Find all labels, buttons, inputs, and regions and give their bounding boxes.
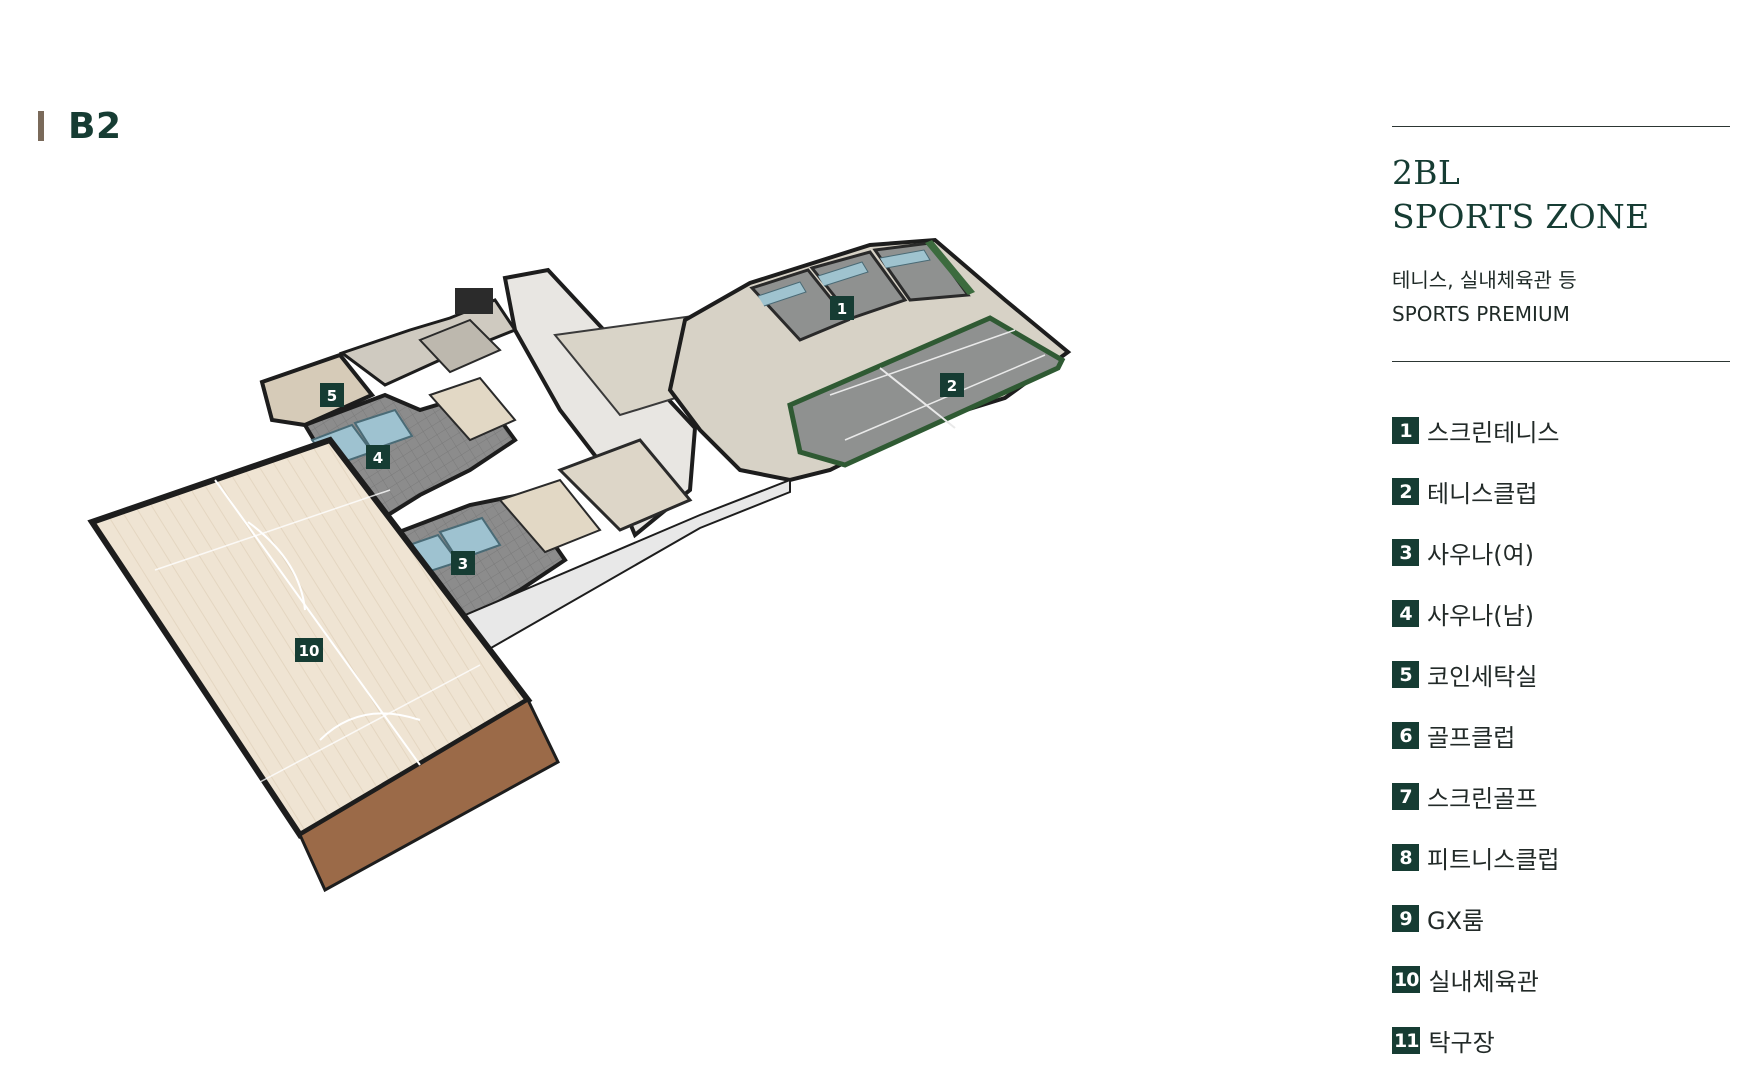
- bottom-divider: [1392, 361, 1730, 362]
- legend-item[interactable]: 5 코인세탁실: [1392, 644, 1730, 705]
- legend-number-badge: 3: [1392, 539, 1419, 566]
- legend-label: 실내체육관: [1428, 968, 1539, 996]
- legend-label: 테니스클럽: [1427, 480, 1538, 508]
- legend-number-badge: 1: [1392, 417, 1419, 444]
- legend-label: 코인세탁실: [1427, 663, 1538, 691]
- floor-tag-bar: [38, 111, 44, 141]
- zone-title-line1: 2BL: [1392, 153, 1461, 192]
- legend-number-badge: 2: [1392, 478, 1419, 505]
- legend-label: 피트니스클럽: [1427, 846, 1560, 874]
- floor-plan-map: 1 2 3 4 5 10: [87, 237, 1072, 893]
- map-marker-4[interactable]: 4: [366, 445, 390, 469]
- legend-number-badge: 4: [1392, 600, 1419, 627]
- legend-label: 골프클럽: [1427, 724, 1516, 752]
- zone-subtitle: 테니스, 실내체육관 등 SPORTS PREMIUM: [1392, 263, 1730, 331]
- legend-number-badge: 9: [1392, 905, 1419, 932]
- map-marker-2[interactable]: 2: [940, 373, 964, 397]
- top-divider: [1392, 126, 1730, 127]
- legend-label: 스크린테니스: [1427, 419, 1560, 447]
- legend-label: 사우나(남): [1427, 602, 1535, 630]
- svg-text:5: 5: [327, 387, 337, 405]
- map-marker-5[interactable]: 5: [320, 383, 344, 407]
- legend-item[interactable]: 7 스크린골프: [1392, 766, 1730, 827]
- zone-title-line2: SPORTS ZONE: [1392, 197, 1650, 236]
- legend-label: 스크린골프: [1427, 785, 1538, 813]
- svg-text:3: 3: [458, 555, 468, 573]
- map-marker-10[interactable]: 10: [295, 638, 323, 662]
- floor-tag: B2: [38, 104, 122, 148]
- legend-number-badge: 10: [1392, 966, 1421, 993]
- legend-item[interactable]: 2 테니스클럽: [1392, 461, 1730, 522]
- tennis-wing: [667, 237, 1072, 483]
- floor-label: B2: [68, 105, 122, 147]
- zone-info-panel: 2BL SPORTS ZONE 테니스, 실내체육관 등 SPORTS PREM…: [1392, 126, 1730, 1071]
- zone-subtitle-korean: 테니스, 실내체육관 등: [1392, 268, 1577, 292]
- zone-title: 2BL SPORTS ZONE: [1392, 127, 1730, 239]
- legend-label: 사우나(여): [1427, 541, 1535, 569]
- svg-text:2: 2: [947, 377, 957, 395]
- legend-item[interactable]: 8 피트니스클럽: [1392, 827, 1730, 888]
- legend-number-badge: 8: [1392, 844, 1419, 871]
- legend-item[interactable]: 6 골프클럽: [1392, 705, 1730, 766]
- map-marker-3[interactable]: 3: [451, 551, 475, 575]
- legend-number-badge: 5: [1392, 661, 1419, 688]
- legend-label: GX룸: [1427, 907, 1485, 935]
- legend-number-badge: 11: [1392, 1027, 1421, 1054]
- service-rooms: [259, 288, 518, 428]
- legend-item[interactable]: 10 실내체육관: [1392, 949, 1730, 1010]
- legend-item[interactable]: 4 사우나(남): [1392, 583, 1730, 644]
- legend-label: 탁구장: [1428, 1029, 1495, 1057]
- legend-item[interactable]: 9 GX룸: [1392, 888, 1730, 949]
- legend-item[interactable]: 11 탁구장: [1392, 1010, 1730, 1071]
- map-marker-1[interactable]: 1: [830, 296, 854, 320]
- legend-item[interactable]: 1 스크린테니스: [1392, 400, 1730, 461]
- legend-item[interactable]: 3 사우나(여): [1392, 522, 1730, 583]
- zone-subtitle-english: SPORTS PREMIUM: [1392, 302, 1570, 326]
- legend-number-badge: 7: [1392, 783, 1419, 810]
- svg-text:10: 10: [299, 642, 320, 660]
- svg-text:4: 4: [373, 449, 383, 467]
- legend-number-badge: 6: [1392, 722, 1419, 749]
- gymnasium-area: [87, 436, 560, 893]
- svg-text:1: 1: [837, 300, 847, 318]
